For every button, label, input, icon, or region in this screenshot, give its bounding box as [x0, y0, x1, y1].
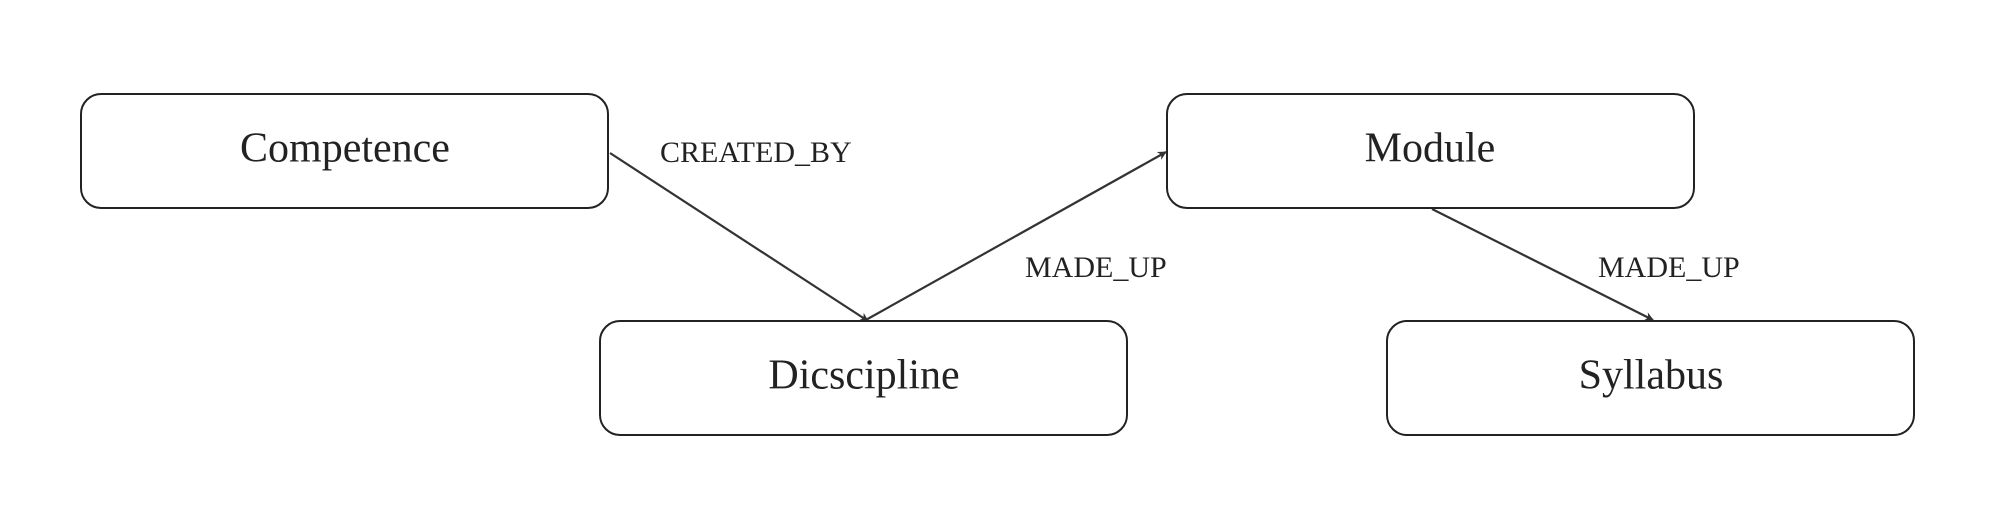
node-label: Module — [1365, 126, 1496, 172]
edge-discipline-to-module: MADE_UP — [863, 151, 1167, 322]
edge-line — [863, 151, 1167, 322]
node-box — [80, 93, 609, 209]
node-syllabus[interactable]: Syllabus — [1386, 320, 1915, 436]
node-box — [1166, 93, 1695, 209]
edge-competence-to-discipline: CREATED_BY — [609, 136, 869, 322]
node-discipline[interactable]: Dicscipline — [599, 320, 1128, 436]
edge-line — [609, 152, 869, 322]
node-box — [599, 320, 1128, 436]
edge-label-made-up: MADE_UP — [1025, 251, 1167, 284]
edge-label-created-by: CREATED_BY — [660, 136, 852, 169]
node-label: Syllabus — [1579, 353, 1724, 399]
edge-label-made-up: MADE_UP — [1598, 251, 1740, 284]
edge-line — [1431, 208, 1654, 321]
node-label: Competence — [240, 126, 450, 172]
node-competence[interactable]: Competence — [80, 93, 609, 209]
node-box — [1386, 320, 1915, 436]
node-label: Dicscipline — [768, 353, 959, 399]
node-module[interactable]: Module — [1166, 93, 1695, 209]
edge-module-to-syllabus: MADE_UP — [1431, 208, 1740, 321]
